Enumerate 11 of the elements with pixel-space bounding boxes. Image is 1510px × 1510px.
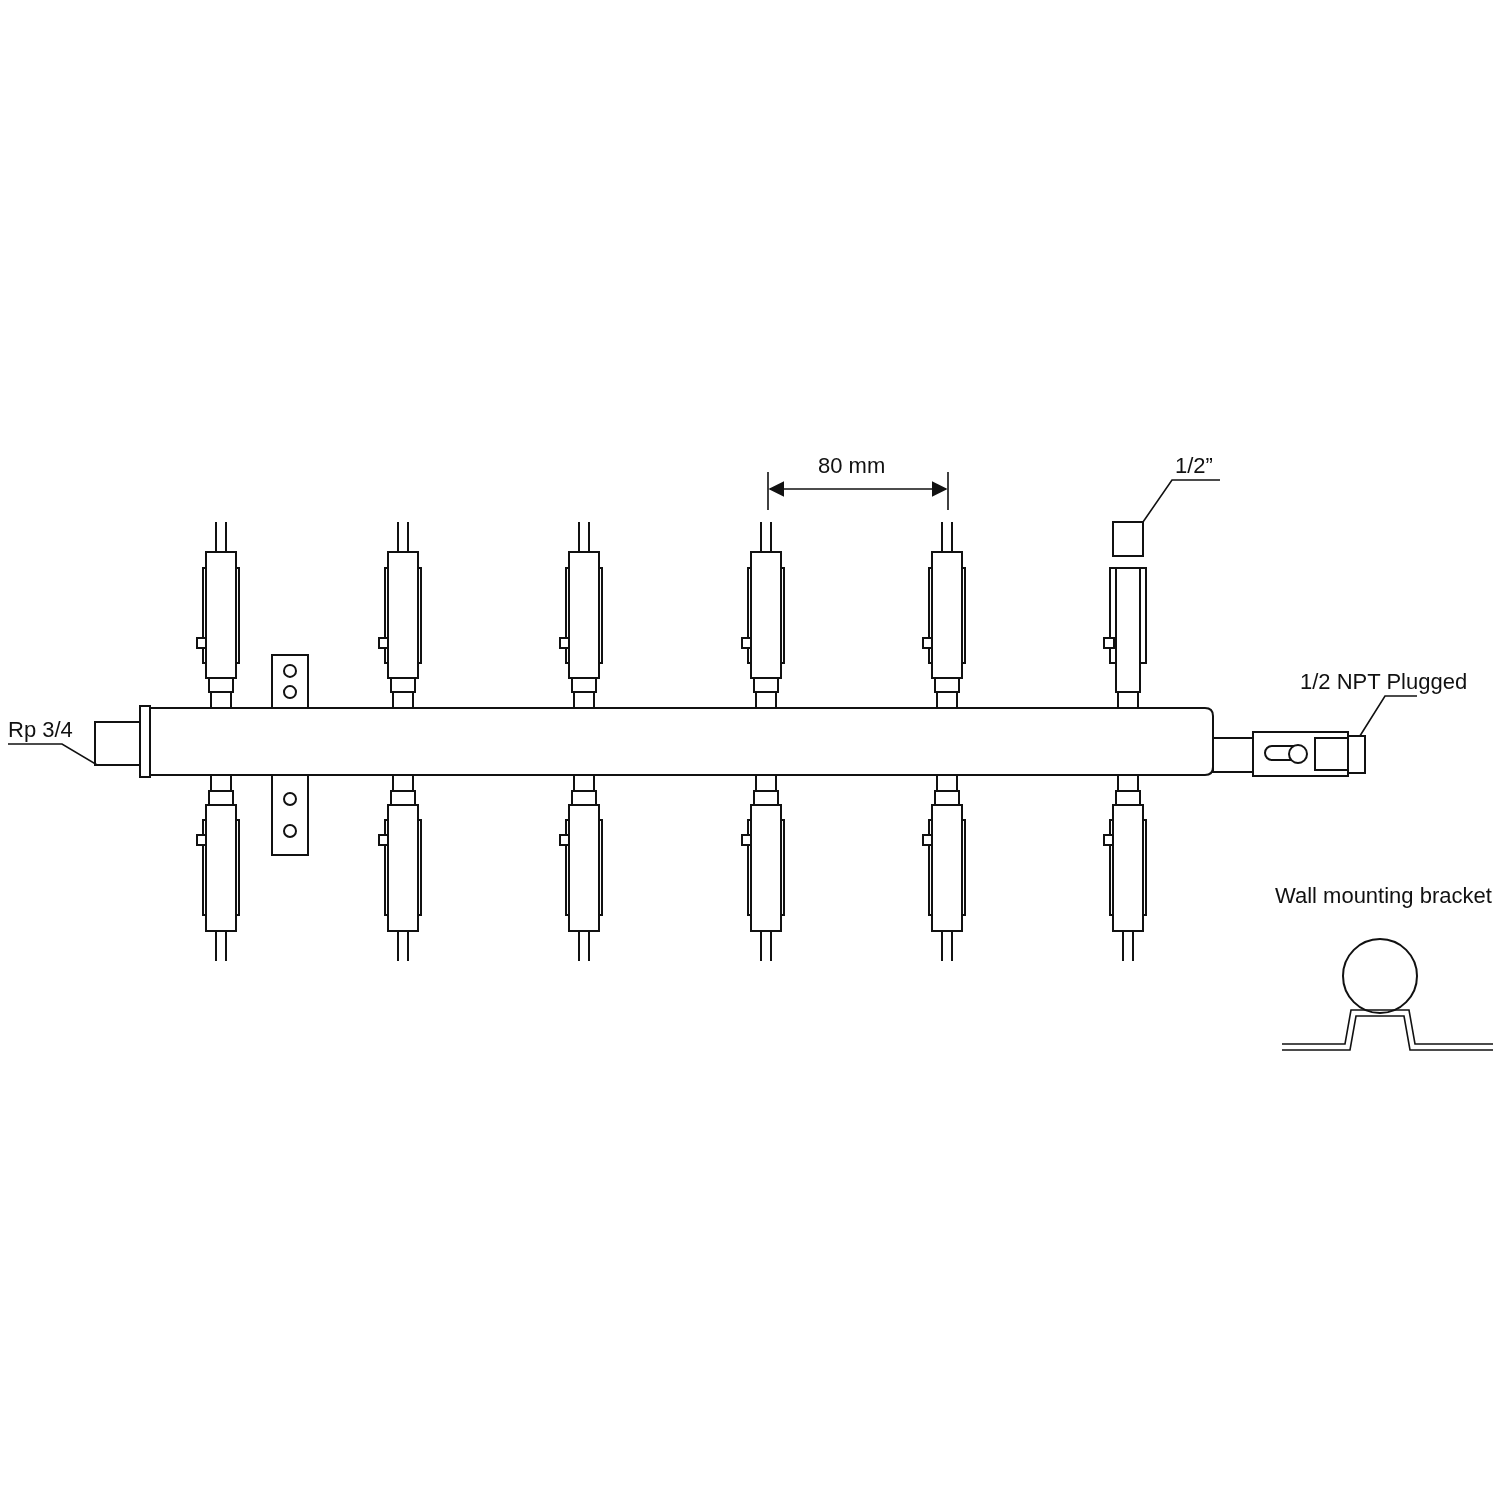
dimension-label: 80 mm [818,452,886,480]
leader-line [7,743,99,766]
callout-label: 1/2” [1175,452,1213,480]
fitting-part [94,721,141,766]
callout-label: 1/2 NPT Plugged [1300,668,1468,696]
fitting-part [1112,521,1144,557]
caption: Wall mounting bracket [1275,882,1492,910]
callout-label: Rp 3/4 [8,716,73,744]
leader-line [1142,479,1221,523]
leader-line [1359,695,1418,737]
fitting-part [1347,735,1366,774]
